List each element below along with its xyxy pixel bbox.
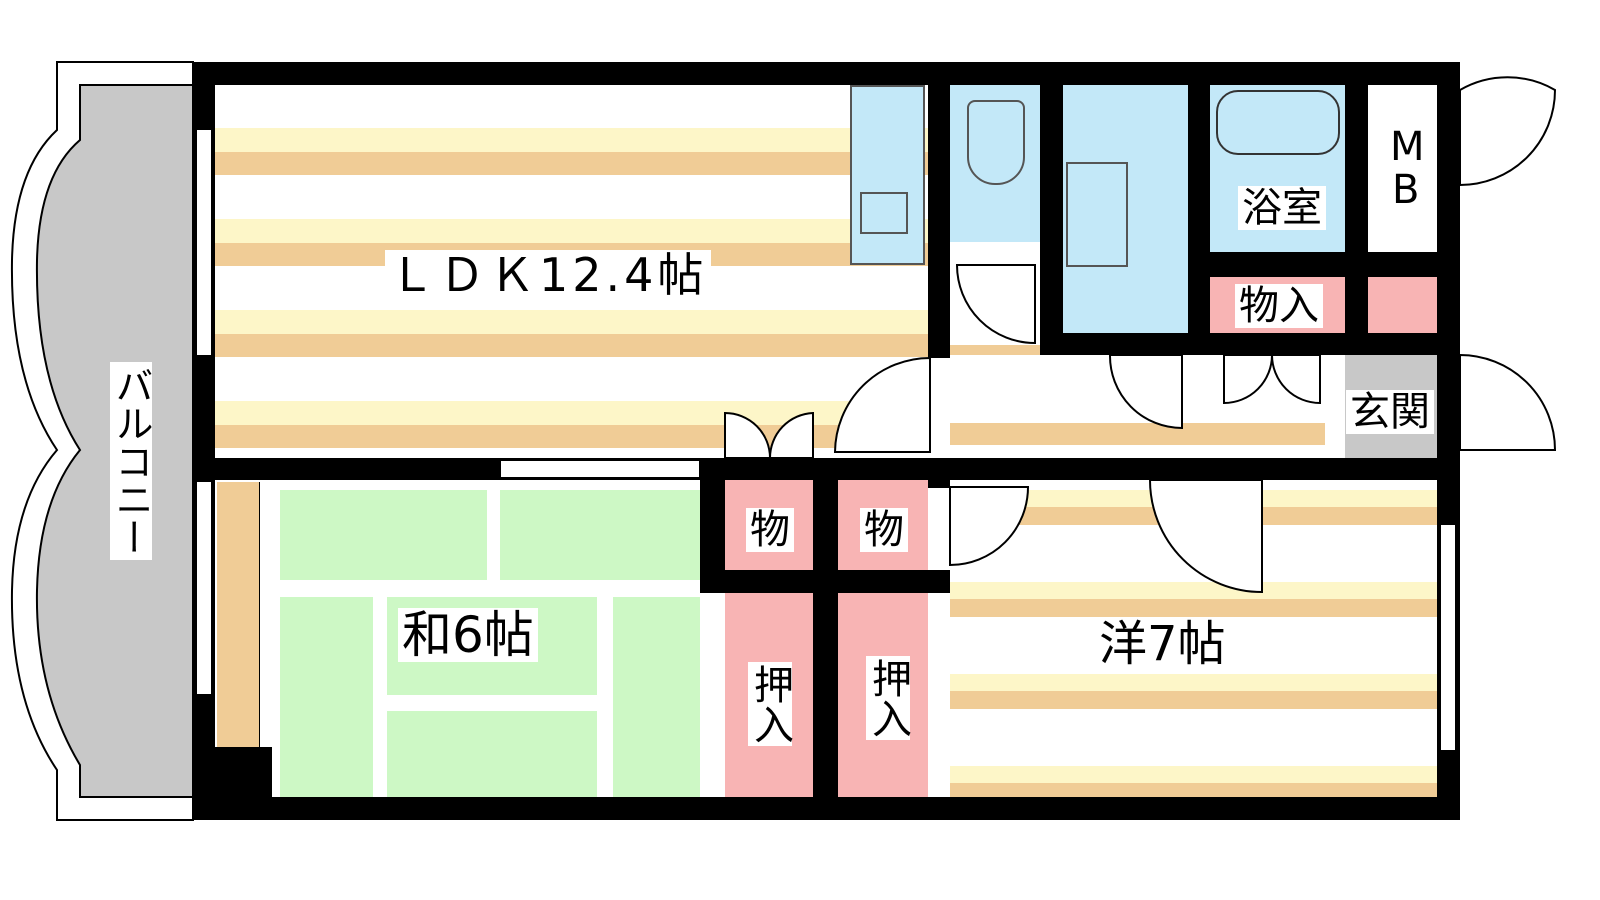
tatami-mat	[387, 711, 597, 797]
tatami-mat	[280, 490, 487, 580]
tatami-mat	[280, 597, 373, 797]
wall-ldk-east	[928, 62, 950, 358]
washbasin-icon	[1066, 162, 1128, 267]
hallway	[950, 355, 1325, 458]
outer-wall-bottom	[193, 797, 1460, 820]
ldk-label: ＬＤＫ12.4帖	[385, 250, 712, 300]
tatami-mat	[613, 597, 700, 797]
balcony-label: バルコニー	[109, 362, 153, 560]
storage-small-2-label: 物	[860, 508, 908, 552]
hall-strip	[950, 330, 1040, 355]
storage-small-1-label: 物	[746, 508, 794, 552]
wall-yoshitsu-west	[928, 570, 950, 593]
wall-toilet-wash	[1040, 62, 1063, 355]
closet-2-label: 押入	[865, 656, 911, 740]
closet-1-label: 押入	[747, 662, 793, 746]
washitsu-label: 和6帖	[398, 608, 538, 662]
corner-pillar	[215, 747, 272, 797]
entrance-label: 玄関	[1346, 390, 1434, 434]
outer-wall-top	[193, 62, 1460, 85]
storage-top-label: 物入	[1235, 284, 1323, 328]
window-ldk	[195, 130, 213, 355]
tokonoma	[217, 482, 260, 747]
wall-storage-hall	[1040, 333, 1460, 355]
window-yoshitsu	[1439, 525, 1457, 750]
toilet-room	[950, 85, 1040, 242]
washroom	[1063, 85, 1188, 333]
storage-mb	[1368, 277, 1437, 333]
kitchen-counter	[850, 85, 925, 265]
mb-label-m: M	[1390, 124, 1425, 170]
wall-closet-east	[928, 458, 950, 488]
bathtub-icon	[1216, 90, 1340, 155]
wall-closet-mid	[813, 458, 838, 797]
tatami-mat	[500, 490, 700, 580]
wall-bath-storage	[1188, 252, 1460, 277]
yoshitsu-label: 洋7帖	[1095, 618, 1230, 670]
mb-label-b: B	[1392, 167, 1420, 213]
mb-space	[1368, 85, 1437, 252]
sliding-door-washitsu[interactable]	[500, 460, 700, 478]
toilet-icon	[967, 100, 1025, 185]
kitchen-sink	[860, 192, 908, 234]
wall-bath-mb	[1345, 62, 1368, 355]
wall-wash-bath	[1188, 62, 1210, 355]
bath-label: 浴室	[1238, 186, 1326, 230]
window-washitsu	[195, 482, 213, 694]
wall-closet-horizontal	[700, 570, 950, 593]
